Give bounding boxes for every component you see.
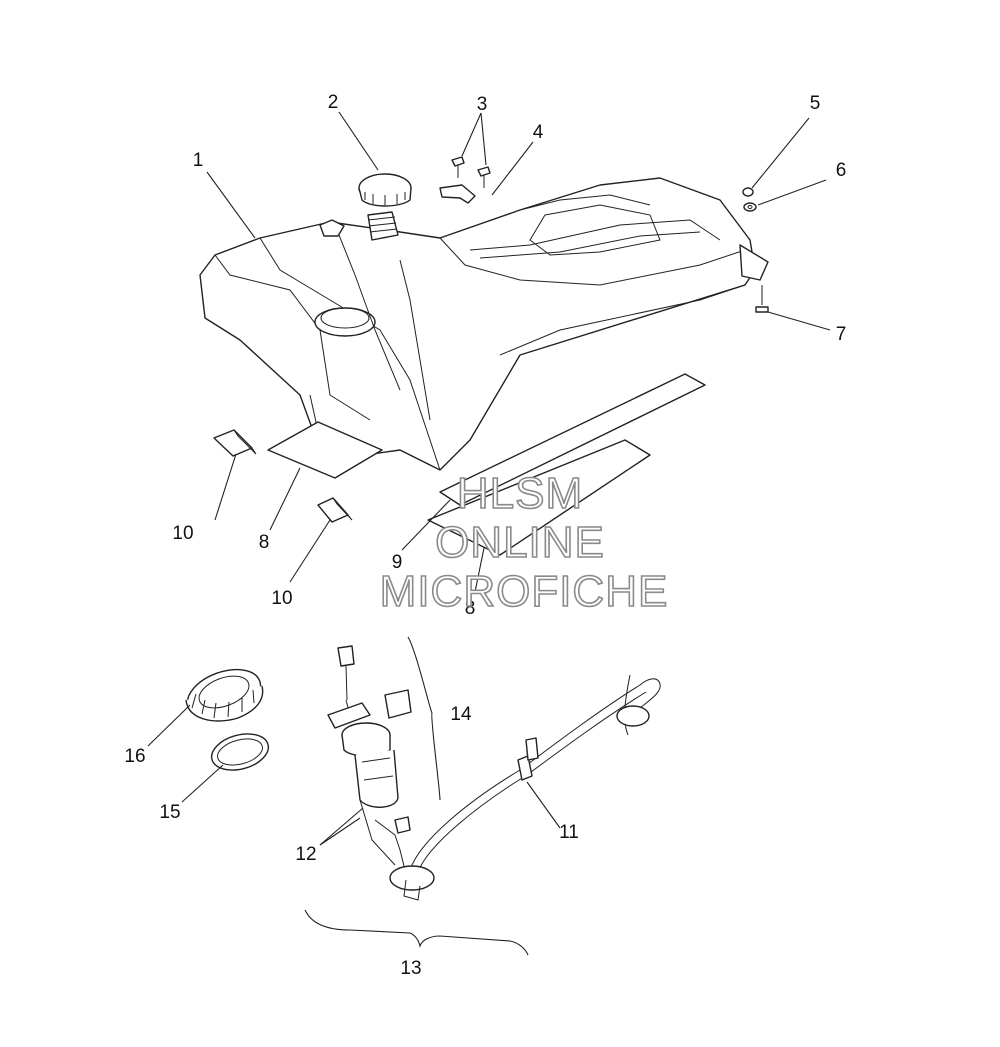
callout-1: 1 [193, 150, 204, 171]
callout-8-left: 8 [259, 532, 270, 553]
leader-lines [147, 111, 831, 956]
fuel-lines [374, 674, 661, 901]
callout-3: 3 [477, 94, 488, 115]
callout-14: 14 [450, 704, 472, 725]
fuel-cap [358, 173, 412, 207]
callout-numbers: 1 2 3 4 5 6 7 8 9 10 10 8 16 14 15 12 11… [124, 92, 846, 979]
callout-8-right: 8 [465, 598, 476, 619]
tank-pad-right [427, 439, 651, 556]
watermark-line-3: MICROFICHE [380, 567, 669, 616]
watermark-line-1: HLSM [457, 469, 583, 518]
fuel-tank [199, 177, 769, 471]
callout-10-upper: 10 [172, 523, 193, 544]
callout-15: 15 [159, 802, 180, 823]
fuel-pump-assembly [327, 645, 412, 866]
bumper-upper [213, 429, 257, 457]
lock-ring [185, 668, 264, 722]
seal [210, 733, 270, 771]
callout-7: 7 [836, 324, 847, 345]
bracket [439, 184, 476, 204]
callout-2: 2 [328, 92, 339, 113]
watermark: HLSM ONLINE MICROFICHE [379, 468, 669, 617]
callout-16: 16 [124, 746, 145, 767]
bolt [755, 285, 769, 313]
callout-6: 6 [836, 160, 847, 181]
callout-5: 5 [810, 93, 821, 114]
callout-9: 9 [392, 552, 403, 573]
callout-12: 12 [295, 844, 316, 865]
callout-10-lower: 10 [271, 588, 292, 609]
washer [743, 202, 757, 212]
callout-4: 4 [533, 122, 544, 143]
tank-pad-left [267, 421, 383, 479]
watermark-line-2: ONLINE [435, 518, 605, 567]
callout-13: 13 [400, 958, 421, 979]
bumper-lower [317, 497, 353, 523]
callout-11: 11 [559, 822, 579, 843]
nut [742, 187, 754, 197]
screws [451, 156, 491, 188]
tank-strap [439, 373, 706, 506]
